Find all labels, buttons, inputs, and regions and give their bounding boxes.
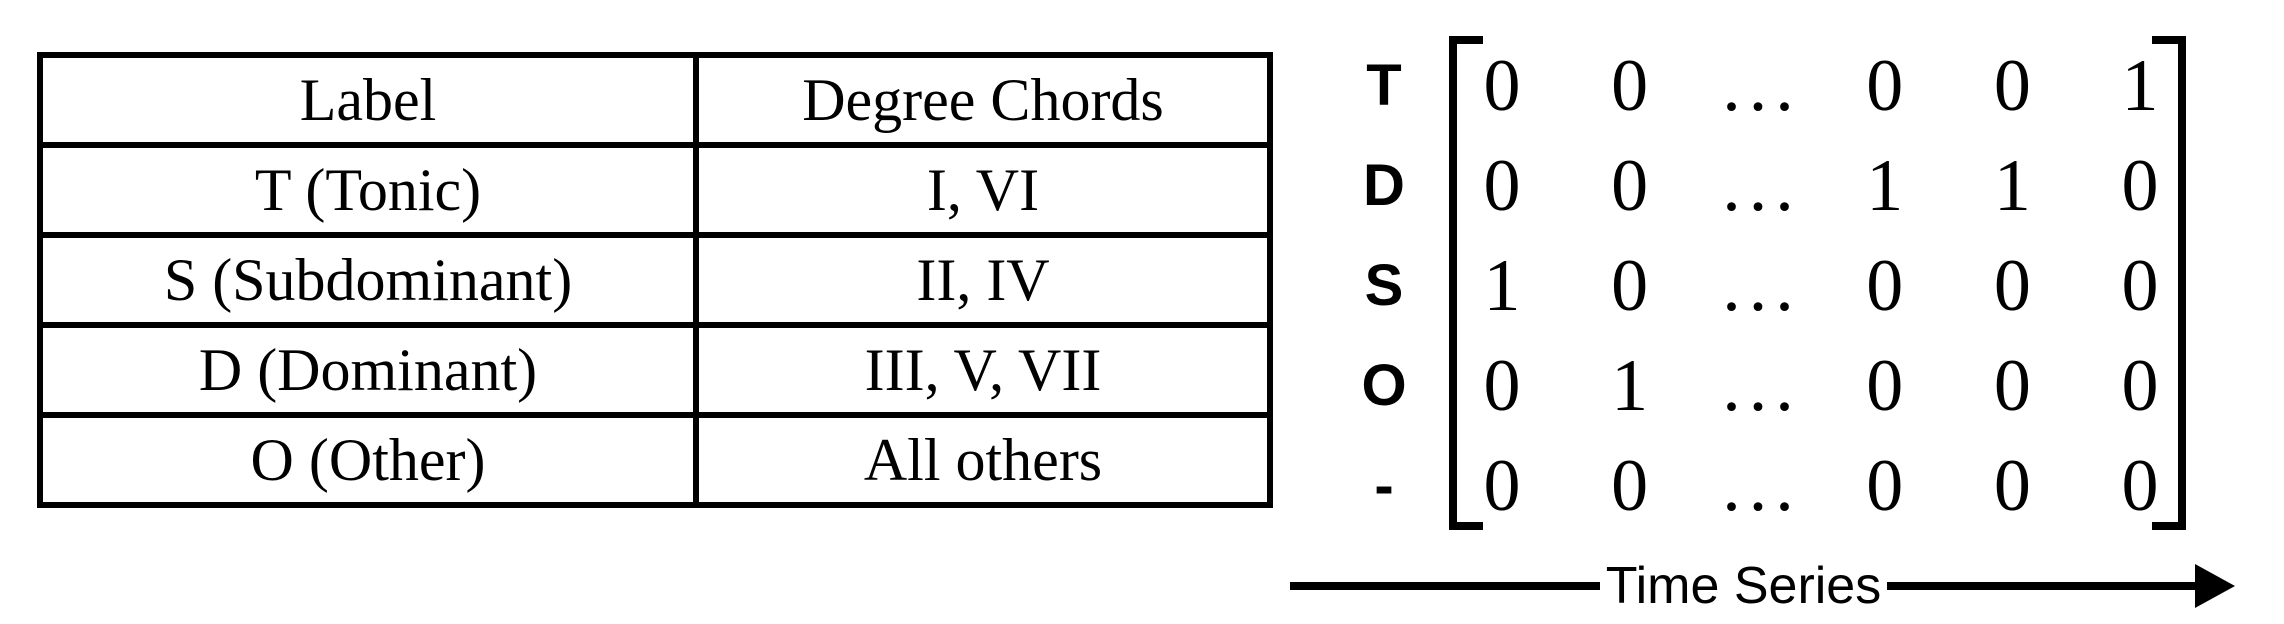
matrix-cell: 0 (1611, 445, 1649, 527)
matrix-cell: 0 (1866, 445, 1904, 527)
chords-cell: II, IV (693, 232, 1273, 328)
matrix-cell: 0 (1611, 45, 1649, 127)
matrix-cell: 1 (1866, 145, 1904, 227)
matrix-row-label: S (1364, 253, 1404, 318)
matrix-cell: 0 (1866, 345, 1904, 427)
matrix-row: 0 0 ... 1 1 0 (1467, 136, 2175, 236)
matrix-cell: 0 (2121, 445, 2159, 527)
matrix-cell: 0 (1483, 445, 1521, 527)
axis-line-left (1290, 582, 1600, 590)
matrix-cell: 0 (2121, 245, 2159, 327)
matrix-ellipsis: ... (1722, 445, 1802, 527)
matrix-cell: 0 (1866, 45, 1904, 127)
matrix-cell: 0 (1866, 245, 1904, 327)
table-header-row: Label Degree Chords (37, 52, 1273, 148)
arrowhead-icon (2195, 564, 2235, 608)
matrix-cell: 0 (1483, 45, 1521, 127)
matrix-row: 1 0 ... 0 0 0 (1467, 236, 2175, 336)
header-label: Label (37, 52, 699, 148)
matrix-cell: 0 (1993, 45, 2031, 127)
matrix-cell: 0 (1993, 245, 2031, 327)
chords-cell: III, V, VII (693, 322, 1273, 418)
label-cell: T (Tonic) (37, 142, 699, 238)
table-row: T (Tonic) I, VI (37, 142, 1273, 238)
table-row: D (Dominant) III, V, VII (37, 322, 1273, 418)
matrix-row: 0 0 ... 0 0 0 (1467, 436, 2175, 536)
matrix-row: 0 1 ... 0 0 0 (1467, 336, 2175, 436)
time-series-axis: Time Series (1290, 556, 2235, 616)
axis-label: Time Series (1605, 557, 1882, 615)
matrix-cell: 1 (1993, 145, 2031, 227)
matrix-cell: 0 (2121, 345, 2159, 427)
matrix-right-bracket (2152, 36, 2186, 530)
matrix-row-labels: T D S O - (1340, 36, 1428, 536)
matrix-cell: 1 (1483, 245, 1521, 327)
matrix-cell: 0 (1993, 445, 2031, 527)
table-row: O (Other) All others (37, 412, 1273, 508)
matrix-row-label: O (1361, 353, 1407, 418)
matrix-row-label: - (1374, 453, 1394, 518)
matrix-cell: 0 (1483, 345, 1521, 427)
matrix-row-label: T (1366, 53, 1402, 118)
label-cell: S (Subdominant) (37, 232, 699, 328)
matrix-cell: 0 (1483, 145, 1521, 227)
matrix-cell: 0 (1611, 245, 1649, 327)
matrix-ellipsis: ... (1722, 345, 1802, 427)
matrix-row: 0 0 ... 0 0 1 (1467, 36, 2175, 136)
matrix-ellipsis: ... (1722, 45, 1802, 127)
matrix-ellipsis: ... (1722, 145, 1802, 227)
table-row: S (Subdominant) II, IV (37, 232, 1273, 328)
chord-label-table: Label Degree Chords T (Tonic) I, VI S (S… (37, 52, 1273, 508)
matrix-left-bracket (1449, 36, 1483, 530)
header-degree-chords: Degree Chords (693, 52, 1273, 148)
one-hot-matrix: 0 0 ... 0 0 1 0 0 ... 1 1 0 1 0 ... 0 0 … (1467, 36, 2175, 536)
matrix-row-label: D (1363, 153, 1405, 218)
matrix-cell: 0 (1993, 345, 2031, 427)
matrix-cell: 0 (2121, 145, 2159, 227)
label-cell: O (Other) (37, 412, 699, 508)
matrix-cell: 1 (1611, 345, 1649, 427)
label-cell: D (Dominant) (37, 322, 699, 418)
axis-line-right (1887, 582, 2197, 590)
chords-cell: All others (693, 412, 1273, 508)
matrix-cell: 1 (2121, 45, 2159, 127)
chords-cell: I, VI (693, 142, 1273, 238)
matrix-ellipsis: ... (1722, 245, 1802, 327)
matrix-cell: 0 (1611, 145, 1649, 227)
